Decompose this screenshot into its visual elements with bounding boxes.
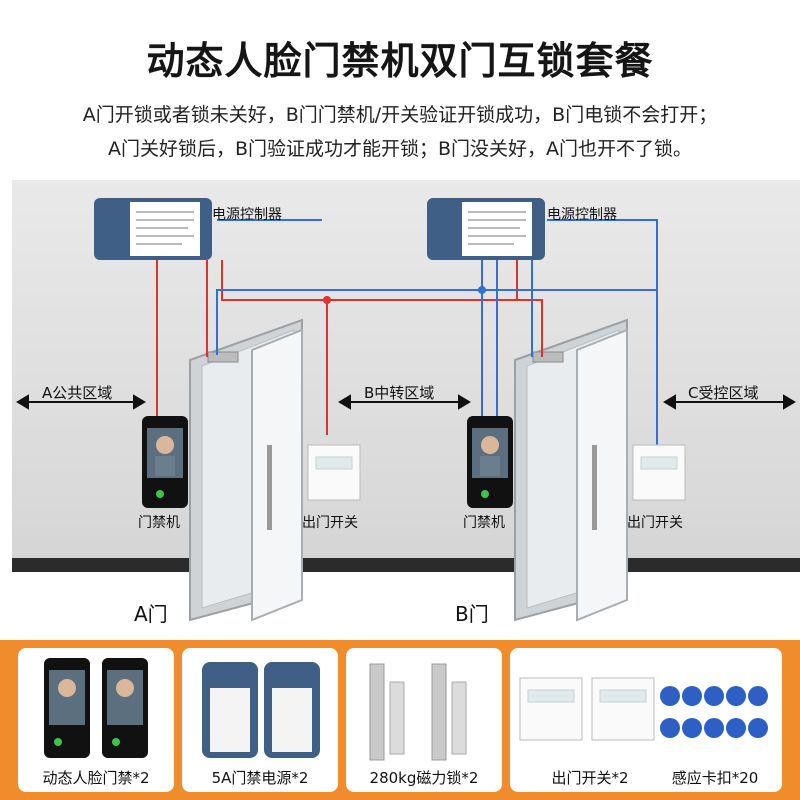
exit-a-label: 出门开关 — [302, 515, 358, 531]
page-title: 动态人脸门禁机双门互锁套餐 — [146, 39, 654, 83]
description-line-2: A门关好锁后，B门验证成功才能开锁；B门没关好，A门也开不了锁。 — [107, 138, 693, 160]
magnetic-lock-icon — [369, 663, 467, 761]
reader-a-label: 门禁机 — [138, 515, 180, 531]
face-reader-icon — [44, 658, 148, 758]
power-controller-b — [427, 198, 545, 260]
product-power-supply: 5A门禁电源*2 — [182, 648, 338, 792]
product-label: 5A门禁电源*2 — [211, 769, 309, 787]
exit-button-a — [307, 444, 361, 501]
controller-a-label: 电源控制器 — [212, 207, 282, 223]
face-reader-a — [142, 416, 188, 508]
floor — [12, 572, 800, 640]
exit-button-and-key-tag-icons — [519, 677, 768, 741]
diagram-graphics — [16, 198, 796, 622]
wiring-diagram: 电源控制器 电源控制器 A公共区域 B中转区域 C受控区域 门禁机 门禁机 出门… — [12, 180, 800, 640]
zone-arrows — [16, 394, 796, 410]
product-magnetic-lock: 280kg磁力锁*2 — [346, 648, 502, 792]
product-label: 出门开关*2 — [551, 769, 629, 787]
product-label: 动态人脸门禁*2 — [42, 769, 150, 787]
reader-b-label: 门禁机 — [463, 515, 505, 531]
power-supply-icon — [202, 662, 320, 758]
exit-b-label: 出门开关 — [627, 515, 683, 531]
door-a-label: A门 — [134, 602, 168, 626]
exit-button-b — [632, 444, 686, 501]
face-reader-b — [467, 416, 513, 508]
zone-c-label: C受控区域 — [688, 384, 759, 402]
product-face-reader: 动态人脸门禁*2 — [18, 648, 174, 792]
product-strip: 动态人脸门禁*2 5A门禁电源*2 280kg磁力锁*2 — [0, 640, 800, 800]
controller-b-label: 电源控制器 — [547, 207, 617, 223]
zone-a-label: A公共区域 — [42, 384, 113, 402]
product-label: 感应卡扣*20 — [671, 769, 759, 787]
key-tags — [660, 686, 768, 738]
zone-b-label: B中转区域 — [364, 384, 435, 402]
door-a-graphic — [189, 318, 303, 622]
product-label: 280kg磁力锁*2 — [369, 769, 479, 787]
power-controller-a — [94, 198, 212, 260]
door-b-label: B门 — [455, 602, 489, 626]
door-b-graphic — [514, 318, 628, 622]
product-exit-and-tags: 出门开关*2 感应卡扣*20 — [510, 648, 782, 792]
description-line-1: A门开锁或者锁未关好，B门门禁机/开关验证开锁成功，B门电锁不会打开； — [82, 104, 718, 126]
red-wires — [156, 260, 543, 435]
